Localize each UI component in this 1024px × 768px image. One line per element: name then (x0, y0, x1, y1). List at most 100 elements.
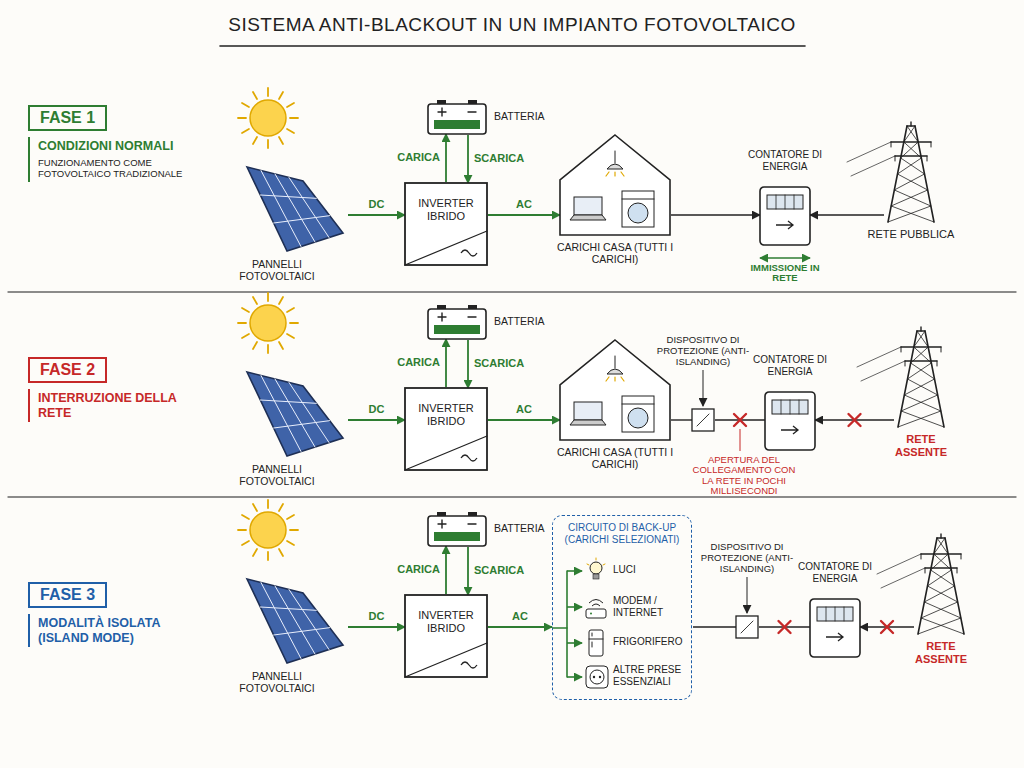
backup-load: ALTRE PRESE ESSENZIALI (583, 662, 691, 692)
flow-label: DC (352, 610, 402, 623)
pylon-lattice (898, 174, 928, 190)
energy-meter: CONTATORE DI ENERGIA (810, 599, 860, 657)
flow-label: DC (352, 198, 402, 211)
sun-ray (242, 129, 249, 133)
pylon-lattice (924, 602, 961, 618)
inverter-body (405, 388, 487, 470)
sun-ray (253, 549, 257, 556)
sun-ray (267, 88, 269, 96)
diagram-title: SISTEMA ANTI-BLACKOUT IN UN IMPIANTO FOT… (0, 14, 1024, 36)
sun-ray (242, 515, 249, 519)
fridge-icon (589, 630, 603, 656)
device-leader (747, 577, 748, 613)
bulb-ray (603, 564, 605, 565)
power-wire (851, 156, 895, 176)
node-illustration (405, 388, 487, 470)
phase-title: CONDIZIONI NORMALI (28, 137, 208, 155)
feed-in-note: IMMISSIONE IN RETE (745, 263, 825, 284)
socket-hole (599, 676, 601, 678)
meter-display (767, 195, 803, 209)
meter-display (817, 607, 853, 621)
pylon-lattice (908, 363, 932, 379)
wifi-arc (589, 600, 603, 607)
insulator (957, 568, 958, 573)
sun-ray (279, 504, 283, 511)
node-illustration (583, 556, 691, 586)
flow-label: SCARICA (474, 564, 534, 577)
hybrid-inverter: INVERTER IBRIDO (405, 183, 487, 265)
pylon-lattice (937, 538, 948, 554)
power-flow-arrow (467, 340, 469, 388)
display-cell (794, 195, 795, 209)
section-divider (8, 291, 1016, 292)
meter-arrow (781, 426, 798, 434)
sun-ray (279, 342, 283, 349)
house-outline (560, 135, 670, 235)
disconnect-cross (734, 414, 746, 426)
house-loads: CARICHI CASA (TUTTI I CARICHI) (560, 135, 670, 235)
meter-body (760, 187, 810, 245)
sun-ray (267, 552, 269, 560)
battery-terminal (468, 512, 477, 516)
energy-meter: CONTATORE DI ENERGIA (760, 187, 810, 245)
pylon-lattice (888, 206, 931, 222)
sun-ray (279, 137, 283, 144)
power-flow-arrow (445, 546, 447, 594)
node-label: LUCI (613, 564, 689, 576)
disconnect-cross (881, 621, 893, 633)
battery-body (428, 516, 486, 546)
backup-branch (567, 570, 582, 572)
node-illustration (810, 599, 860, 657)
grid-connection (810, 214, 884, 215)
node-label: CONTATORE DI ENERGIA (790, 561, 880, 584)
grid-connection (693, 626, 736, 627)
meter-arrow (826, 633, 843, 641)
pylon-lattice (891, 190, 928, 206)
node-label: CARICHI CASA (TUTTI I CARICHI) (548, 446, 682, 470)
grid-pylon: RETE ASSENTE (915, 534, 967, 634)
node-label: PANNELLI FOTOVOLTAICI (227, 258, 327, 282)
flow-label: CARICA (380, 563, 440, 576)
panel-cell-line (274, 421, 330, 428)
plus-sign (441, 520, 442, 528)
pylon-arm (895, 155, 927, 157)
node-label: PANNELLI FOTOVOLTAICI (227, 463, 327, 487)
pylon-lattice (898, 158, 922, 174)
battery-terminal (437, 100, 446, 104)
sun-ray (267, 140, 269, 148)
device-leader (703, 370, 704, 406)
node-illustration (760, 187, 810, 245)
power-flow-arrow (488, 419, 560, 421)
backup-feed (553, 627, 567, 629)
ac-wave (461, 250, 477, 256)
bulb-icon (590, 562, 602, 574)
pylon-top (917, 330, 925, 331)
node-illustration (235, 165, 347, 255)
sun-ray (267, 500, 269, 508)
power-flow-arrow (488, 626, 552, 628)
hybrid-inverter: INVERTER IBRIDO (405, 388, 487, 470)
phase-number: FASE 2 (28, 357, 107, 383)
pylon-top (937, 537, 945, 538)
panel-face (247, 167, 343, 251)
backup-bus (566, 571, 568, 677)
minus-sign (468, 523, 476, 524)
meter-arrow (776, 221, 793, 229)
pylon-lattice (908, 379, 938, 395)
battery: BATTERIA (428, 512, 486, 546)
backup-branch (567, 642, 582, 644)
pylon-lattice (918, 618, 961, 634)
lamp-cord (615, 356, 616, 368)
bulb-ray (596, 558, 597, 560)
sun-ray (287, 515, 294, 519)
power-flow-arrow (488, 214, 560, 216)
inverter-body (405, 595, 487, 677)
pylon-arm (921, 553, 961, 555)
protection-device: DISPOSITIVO DI PROTEZIONE (ANTI-ISLANDIN… (692, 409, 714, 431)
backup-load: FRIGORIFERO (583, 628, 691, 658)
insulator (927, 156, 928, 161)
node-label: BATTERIA (494, 110, 574, 122)
sun-ray (279, 297, 283, 304)
pylon-arm (891, 141, 931, 143)
display-cell (781, 400, 782, 414)
